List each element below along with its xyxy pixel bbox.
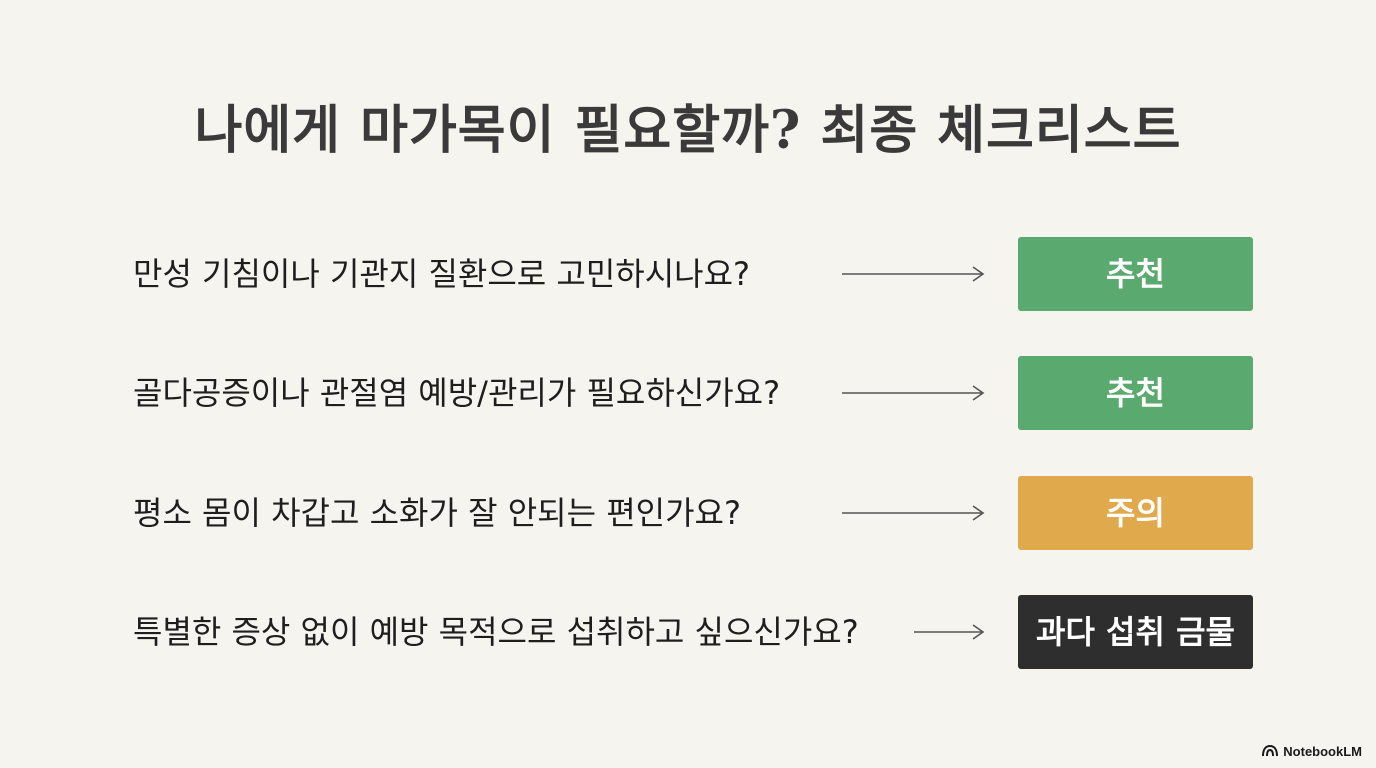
arrow-right-icon [842, 385, 985, 401]
page-title: 나에게 마가목이 필요할까? 최종 체크리스트 [194, 100, 1182, 161]
arrow-right-icon [842, 505, 985, 521]
brand-name: NotebookLM [1283, 743, 1362, 759]
brand-logo: NotebookLM [1262, 742, 1362, 760]
checklist-row: 특별한 증상 없이 예방 목적으로 섭취하고 싶으신가요? 과다 섭취 금물 [0, 595, 1376, 669]
notebooklm-logo-icon [1262, 745, 1279, 757]
arrow-right-icon [842, 266, 985, 282]
checklist-row: 평소 몸이 차갑고 소화가 잘 안되는 편인가요? 주의 [0, 476, 1376, 550]
checklist-row: 골다공증이나 관절염 예방/관리가 필요하신가요? 추천 [0, 356, 1376, 430]
checklist-question: 만성 기침이나 기관지 질환으로 고민하시나요? [133, 255, 751, 293]
status-badge: 추천 [1018, 237, 1253, 311]
status-badge: 추천 [1018, 356, 1253, 430]
status-badge: 주의 [1018, 476, 1253, 550]
checklist-row: 만성 기침이나 기관지 질환으로 고민하시나요? 추천 [0, 237, 1376, 311]
arrow-right-icon [914, 624, 985, 640]
checklist-question: 특별한 증상 없이 예방 목적으로 섭취하고 싶으신가요? [133, 613, 859, 651]
status-badge: 과다 섭취 금물 [1018, 595, 1253, 669]
checklist-question: 평소 몸이 차갑고 소화가 잘 안되는 편인가요? [133, 494, 741, 532]
checklist-question: 골다공증이나 관절염 예방/관리가 필요하신가요? [133, 374, 781, 412]
